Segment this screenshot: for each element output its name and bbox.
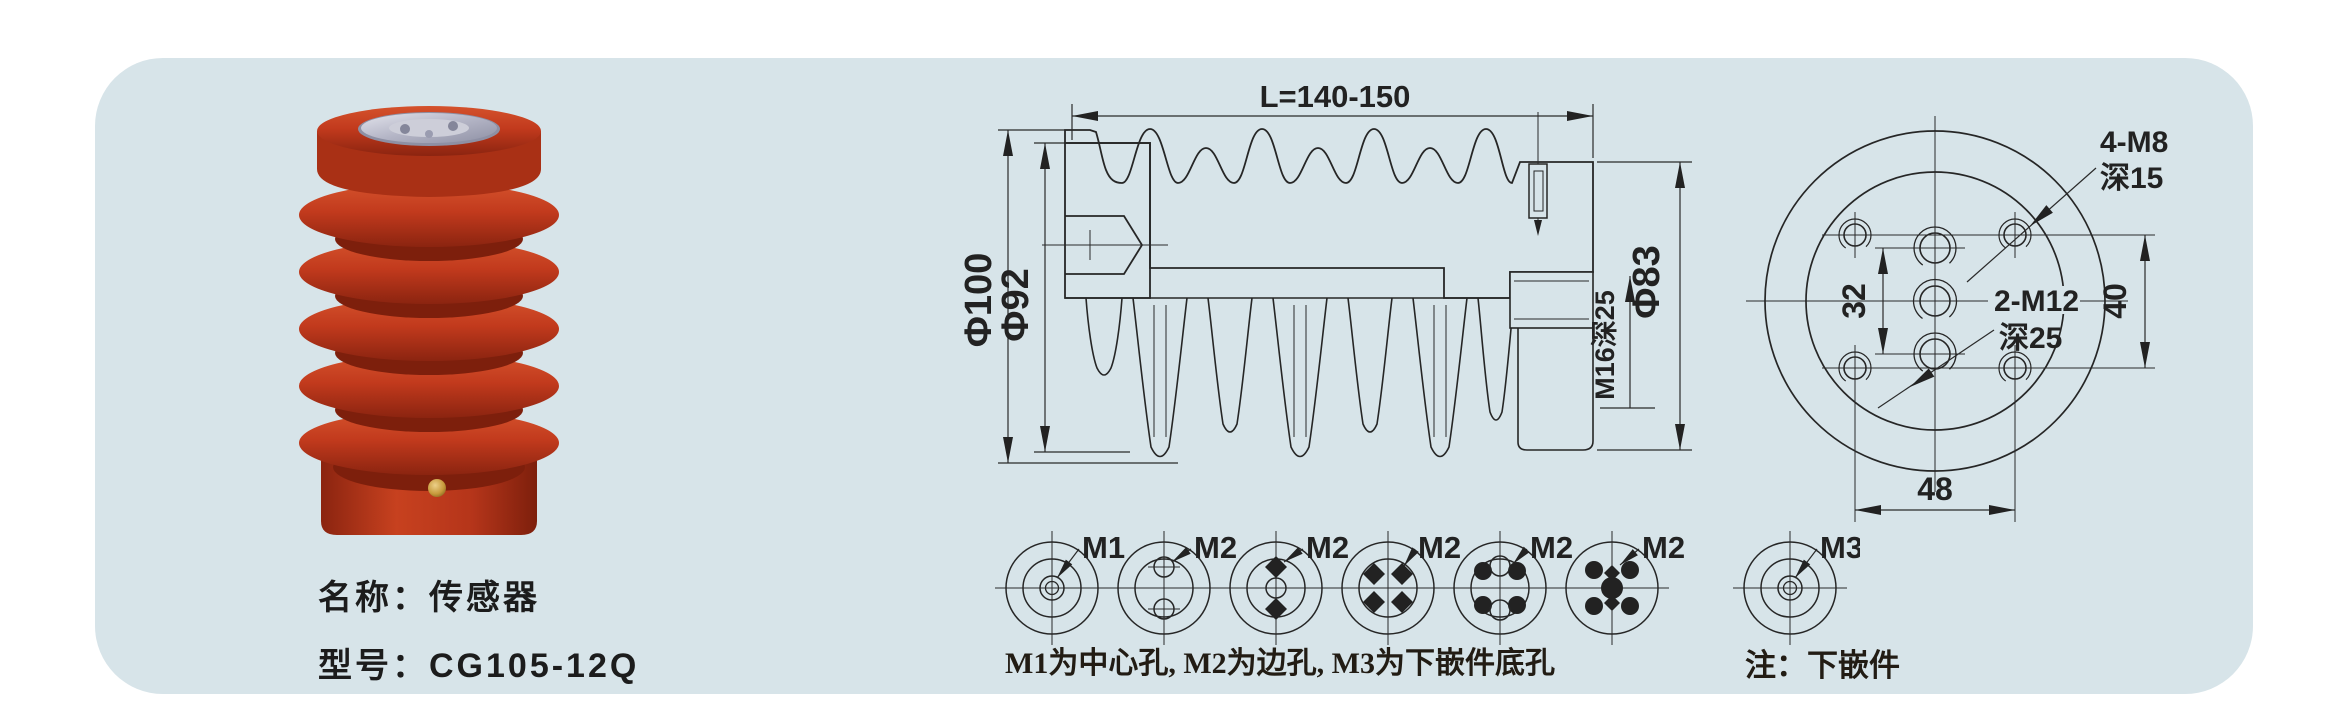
hole-label-7: M3 — [1820, 530, 1860, 565]
dim-48-label: 48 — [1917, 471, 1953, 507]
dim-dia83-label: Φ83 — [1626, 245, 1668, 318]
hole-diagram-m1 — [1039, 548, 1080, 601]
insert-note: 注：下嵌件 — [1745, 648, 1900, 683]
insulator-top-cap — [317, 106, 541, 197]
hole-label-6: M2 — [1642, 530, 1685, 565]
callout-4m8-line1: 4-M8 — [2100, 126, 2168, 159]
dim-32-label: 32 — [1836, 283, 1872, 319]
dim-dia83: Φ83 — [1597, 161, 1692, 451]
metal-insert-section — [1064, 142, 1151, 299]
hole-label-4: M2 — [1418, 530, 1461, 565]
hole-diagram-6 — [1585, 548, 1640, 615]
dim-48: 48 — [1855, 471, 2015, 515]
end-view: 4-M8 深15 2-M12 深25 32 40 48 — [1746, 116, 2168, 522]
dim-m16: M16深25 — [1590, 276, 1655, 409]
dim-length-label: L=140-150 — [1260, 79, 1411, 114]
epoxy-section — [1064, 128, 1594, 299]
callout-2m12-line1: 2-M12 — [1994, 285, 2079, 318]
slot-detail — [1528, 112, 1548, 236]
lower-rib-outline — [1085, 297, 1594, 458]
insulator-body — [299, 106, 559, 535]
hole-diagram-4 — [1363, 547, 1419, 613]
hole-label-3: M2 — [1306, 530, 1349, 565]
hole-label-2: M2 — [1194, 530, 1237, 565]
dim-m16-label: M16深25 — [1590, 290, 1620, 400]
dim-length: L=140-150 — [1071, 79, 1594, 158]
gold-pin — [428, 479, 446, 497]
dim-40: 40 — [2097, 235, 2150, 368]
hole-legend: M1为中心孔, M2为边孔, M3为下嵌件底孔 — [1005, 647, 1555, 680]
hole-pattern-diagrams: M1 M2 M2 M2 M2 M2 M3 — [995, 530, 1860, 645]
m16-hole — [1509, 271, 1594, 329]
m8-holes — [1838, 218, 2032, 385]
product-model: 型号：CG105-12Q — [318, 647, 640, 685]
dim-dia92-label: Φ92 — [995, 268, 1037, 341]
hole-label-1: M1 — [1082, 530, 1125, 565]
hole-diagram-3 — [1265, 547, 1304, 620]
callout-2m12-line2: 深25 — [1999, 322, 2062, 355]
hole-diagram-2 — [1148, 547, 1192, 620]
dim-dia100-label: Φ100 — [958, 253, 1000, 348]
hole-diagram-m3 — [1777, 548, 1818, 601]
dim-32: 32 — [1836, 248, 1888, 354]
callout-4m8-line2: 深15 — [2100, 162, 2163, 195]
section-view: L=140-150 Φ100 Φ92 Φ83 M16深25 — [958, 79, 1692, 464]
dim-dia92: Φ92 — [995, 142, 1130, 453]
callout-2m12: 2-M12 深25 — [1877, 285, 2080, 409]
center-hole — [1912, 278, 1958, 324]
hole-label-5: M2 — [1530, 530, 1573, 565]
product-photo — [299, 106, 559, 535]
product-name: 名称：传感器 — [318, 579, 540, 617]
hole-diagram-5 — [1474, 546, 1530, 621]
dim-40-label: 40 — [2097, 283, 2133, 319]
dim-dia100: Φ100 — [958, 129, 1178, 464]
callout-4m8: 4-M8 深15 — [1966, 126, 2168, 283]
